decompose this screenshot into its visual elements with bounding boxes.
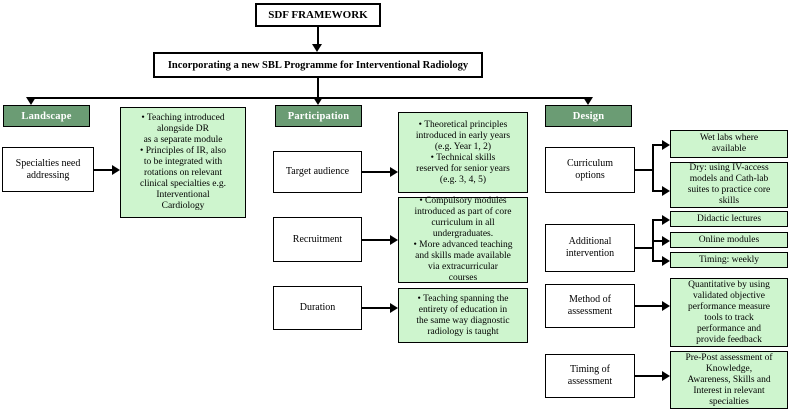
bracket-curriculum [652, 144, 654, 191]
box-specialties-need-addressing: Specialties need addressing [2, 147, 94, 192]
detail-didactic-lectures: Didactic lectures [670, 211, 788, 227]
connector-title-subtitle [317, 27, 319, 45]
arrowhead-target-detail [390, 167, 398, 177]
connector-curriculum-bracket [635, 169, 653, 171]
arrowhead-landscape [26, 97, 36, 105]
connector-target-detail [362, 171, 391, 173]
detail-target-audience: • Theoretical principles introduced in e… [398, 112, 528, 193]
detail-timing-weekly: Timing: weekly [670, 252, 788, 268]
box-target-audience: Target audience [273, 151, 362, 193]
connector-subtitle-branch [317, 78, 319, 98]
connector-duration-detail [362, 307, 391, 309]
arrowhead-duration-detail [390, 303, 398, 313]
arrowhead-method-detail [662, 301, 670, 311]
detail-online-modules: Online modules [670, 232, 788, 248]
detail-method-of-assessment: Quantitative by using validated objectiv… [670, 278, 788, 347]
arrowhead-additional-didactic [662, 215, 670, 225]
arrowhead-specialties-detail [112, 165, 120, 175]
arrowhead-additional-online [662, 236, 670, 246]
detail-wet-labs: Wet labs where available [670, 130, 788, 158]
connector-curriculum-wet [652, 144, 663, 146]
connector-additional-online [652, 240, 663, 242]
box-method-of-assessment: Method of assessment [545, 284, 635, 328]
connector-method-detail [635, 305, 663, 307]
arrowhead-additional-timing [662, 256, 670, 266]
connector-curriculum-dry [652, 190, 663, 192]
arrowhead-design [583, 97, 593, 105]
detail-recruitment: • Compulsory modules introduced as part … [398, 196, 528, 283]
arrowhead-participation [313, 97, 323, 105]
detail-timing-of-assessment: Pre-Post assessment of Knowledge, Awaren… [670, 351, 788, 409]
detail-landscape: • Teaching introduced alongside DR as a … [120, 107, 246, 218]
arrowhead-curriculum-dry [662, 186, 670, 196]
subtitle-box: Incorporating a new SBL Programme for In… [153, 52, 483, 78]
connector-timing-detail [635, 375, 663, 377]
detail-duration: • Teaching spanning the entirety of educ… [398, 288, 528, 343]
box-duration: Duration [273, 286, 362, 330]
box-recruitment: Recruitment [273, 217, 362, 262]
header-landscape: Landscape [3, 105, 90, 127]
header-design: Design [545, 105, 632, 127]
box-timing-of-assessment: Timing of assessment [545, 354, 635, 398]
connector-specialties-detail [94, 169, 113, 171]
connector-additional-bracket [635, 247, 653, 249]
detail-dry-labs: Dry: using IV-access models and Cath-lab… [670, 162, 788, 208]
connector-additional-didactic [652, 219, 663, 221]
arrowhead-title-subtitle [312, 44, 322, 52]
arrowhead-timing-detail [662, 371, 670, 381]
box-additional-intervention: Additional intervention [545, 224, 635, 272]
connector-additional-timing [652, 260, 663, 262]
arrowhead-recruitment-detail [390, 235, 398, 245]
connector-recruitment-detail [362, 239, 391, 241]
title-box: SDF FRAMEWORK [255, 3, 381, 27]
box-curriculum-options: Curriculum options [545, 147, 635, 193]
branch-line [30, 97, 589, 99]
arrowhead-curriculum-wet [662, 140, 670, 150]
header-participation: Participation [275, 105, 362, 127]
